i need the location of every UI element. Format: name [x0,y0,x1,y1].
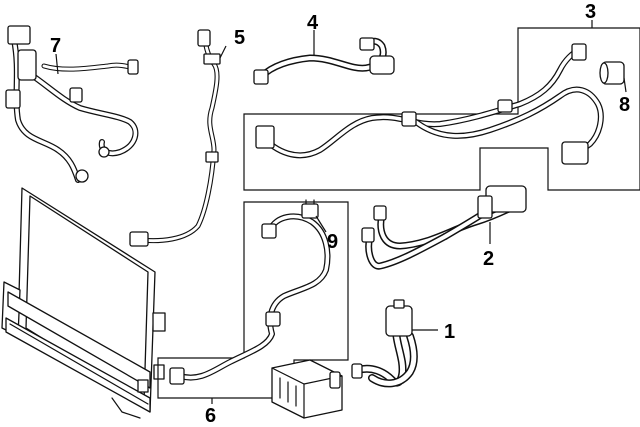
hose-assembly-7 [5,25,139,183]
hose-box-6 [157,201,349,399]
fitting-8 [599,61,625,85]
callout-3: 3 [585,1,596,23]
hose-assembly-4 [253,37,395,85]
callout-4: 4 [307,12,319,34]
callout-7: 7 [50,35,61,57]
callout-8: 8 [619,94,630,116]
callout-6: 6 [205,405,216,427]
condenser [1,187,166,419]
hose-assembly-2 [361,185,527,270]
callout-9: 9 [327,231,338,253]
hose-box-3 [243,27,640,191]
callout-1: 1 [444,321,455,343]
hose-assembly-1 [351,299,418,388]
callout-5: 5 [234,27,245,49]
leader-lines [55,20,627,404]
callout-2: 2 [483,248,494,270]
module-block [271,359,343,419]
hose-assembly-5 [129,29,221,247]
fitting-9 [301,199,319,219]
